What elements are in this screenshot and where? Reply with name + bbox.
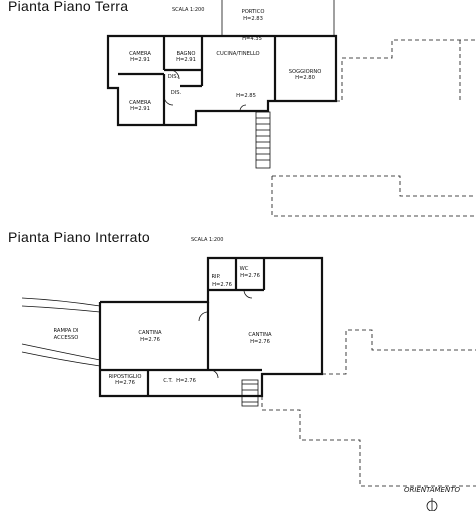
room-height: H=2.76 xyxy=(176,378,196,384)
site-boundary xyxy=(336,39,476,102)
ground-floor-outer-wall xyxy=(106,34,338,127)
room-height: H=4.35 xyxy=(242,36,262,42)
room-height: H=2.83 xyxy=(243,16,263,22)
room-height: H=2.80 xyxy=(295,75,315,81)
basement-plan: RIP. H=2.76 WC H=2.76 CANTINA H=2.76 CAN… xyxy=(21,256,476,487)
ground-floor-plan: PORTICO H=2.83 CAMERA H=2.91 BAGNO H=2.9… xyxy=(106,0,476,217)
orientation-label: ORIENTAMENTO xyxy=(404,486,460,494)
room-height: H=2.91 xyxy=(130,106,150,112)
room-height: H=2.85 xyxy=(236,93,256,99)
ramp-line xyxy=(21,305,101,313)
basement-scale: SCALA 1:200 xyxy=(191,237,224,243)
portico-outline xyxy=(221,0,335,37)
door-arc xyxy=(243,289,253,299)
ramp-label: RAMPA DI xyxy=(54,328,79,334)
room-name: C.T. xyxy=(163,378,173,384)
door-arc xyxy=(163,95,174,106)
door-arc xyxy=(209,369,219,379)
room-name: WC xyxy=(240,266,249,272)
door-arc xyxy=(239,104,247,112)
site-boundary xyxy=(322,329,476,375)
room-name: CAMERA xyxy=(129,51,151,57)
door-arc xyxy=(169,69,180,80)
room-name: BAGNO xyxy=(177,51,196,57)
ramp-line xyxy=(21,351,101,367)
room-name: DIS. xyxy=(168,74,179,80)
ground-floor-stairs xyxy=(255,111,271,169)
room-name: RIPOSTIGLIO xyxy=(109,374,142,380)
site-boundary xyxy=(261,396,476,487)
room-name: PORTICO xyxy=(242,9,265,15)
ground-floor-title: Pianta Piano Terra xyxy=(8,0,129,14)
room-height: H=2.76 xyxy=(240,273,260,279)
site-boundary xyxy=(271,176,476,217)
room-name: CAMERA xyxy=(129,100,151,106)
door-arc xyxy=(198,311,209,322)
ramp-label: ACCESSO xyxy=(54,335,79,341)
room-height: H=2.76 xyxy=(140,337,160,343)
room-height: H=2.76 xyxy=(212,282,232,288)
ramp-line xyxy=(21,297,101,307)
room-name: CANTINA xyxy=(138,330,162,336)
room-height: H=2.76 xyxy=(115,380,135,386)
orientation-compass: ORIENTAMENTO xyxy=(404,486,460,511)
room-name: CANTINA xyxy=(248,332,272,338)
ramp-line xyxy=(21,343,101,361)
room-height: H=2.91 xyxy=(130,57,150,63)
room-name: DIS. xyxy=(171,90,182,96)
room-name: SOGGIORNO xyxy=(289,69,322,75)
room-height: H=2.76 xyxy=(250,339,270,345)
basement-stairs xyxy=(241,379,259,407)
site-boundary xyxy=(272,175,476,197)
ground-floor-scale: SCALA 1:200 xyxy=(172,7,205,13)
room-name: CUCINA/TINELLO xyxy=(216,51,259,57)
room-name: RIP. xyxy=(211,274,220,280)
room-height: H=2.91 xyxy=(176,57,196,63)
basement-title: Pianta Piano Interrato xyxy=(8,229,151,245)
